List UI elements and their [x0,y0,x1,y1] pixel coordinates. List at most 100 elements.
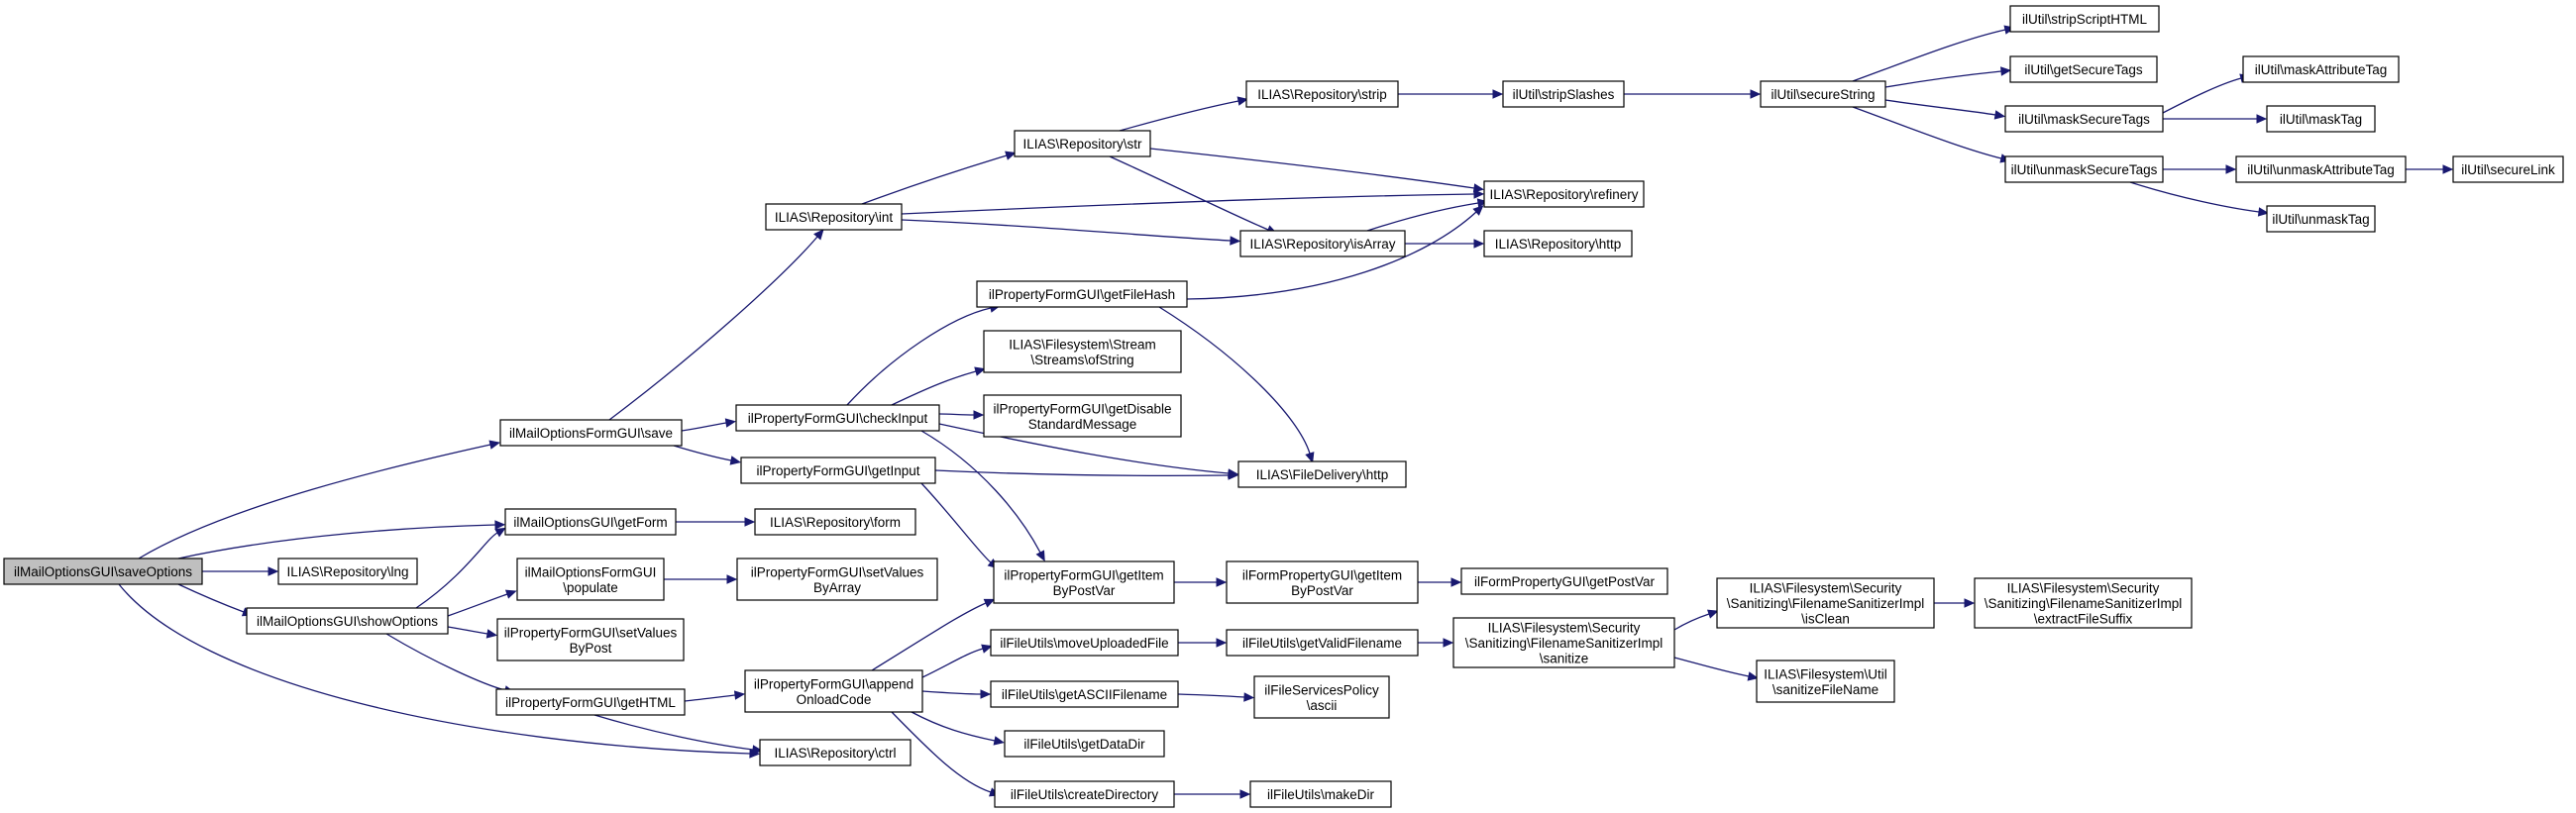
node-box [2242,55,2400,83]
node-checkInput[interactable]: ilPropertyFormGUI\checkInput [735,404,940,432]
arrowhead [2257,207,2270,217]
node-repo_str[interactable]: ILIAS\Repository\str [1014,130,1151,157]
node-sanitizeFileName[interactable]: ILIAS\Filesystem\Util\sanitizeFileName [1756,660,1895,703]
node-repo_form[interactable]: ILIAS\Repository\form [754,508,916,536]
node-label: ilPropertyFormGUI\setValues [751,564,924,579]
node-getASCII[interactable]: ilFileUtils\getASCIIFilename [990,680,1179,708]
node-box [1014,130,1151,157]
node-getForm[interactable]: ilMailOptionsGUI\getForm [504,508,677,536]
node-label: ilUtil\secureLink [2461,162,2555,177]
arrowhead [1964,598,1976,608]
node-repo_http[interactable]: ILIAS\Repository\http [1483,230,1633,257]
node-maskSecureTags[interactable]: ilUtil\maskSecureTags [2004,105,2164,133]
node-refinery[interactable]: ILIAS\Repository\refinery [1483,180,1645,208]
arrowhead [1747,671,1760,681]
node-secureString[interactable]: ilUtil\secureString [1760,80,1886,108]
node-box [1483,180,1645,208]
node-label: ilUtil\stripSlashes [1513,87,1615,102]
edge-line [2129,181,2260,213]
node-ofString[interactable]: ILIAS\Filesystem\Stream\Streams\ofString [983,330,1182,373]
node-label: ilPropertyFormGUI\getItem [1004,567,1163,582]
arrowhead [813,229,824,241]
node-isArray[interactable]: ILIAS\Repository\isArray [1239,230,1406,257]
edge-line [921,690,982,695]
node-box [983,330,1182,373]
node-secureLink[interactable]: ilUtil\secureLink [2452,155,2564,183]
arrowhead [1035,550,1045,562]
arrowhead [751,745,764,755]
edge-secureString-to-unmaskSecureTags [1852,106,2011,163]
node-mailopt_save[interactable]: ilMailOptionsFormGUI\save [499,419,683,447]
node-unmaskSecureTags[interactable]: ilUtil\unmaskSecureTags [2004,155,2164,183]
node-getSecureTags[interactable]: ilUtil\getSecureTags [2009,55,2158,83]
node-label: ilFileUtils\getASCIIFilename [1002,687,1167,702]
edge-showOptions-to-getForm [415,527,506,609]
arrowhead [2225,164,2237,174]
node-unmaskAttributeTag[interactable]: ilUtil\unmaskAttributeTag [2235,155,2407,183]
node-getFileHash[interactable]: ilPropertyFormGUI\getFileHash [976,280,1188,308]
edge-line [177,524,496,559]
node-populate[interactable]: ilMailOptionsFormGUI\populate [516,558,665,601]
node-repo_ctrl[interactable]: ILIAS\Repository\ctrl [759,739,912,766]
arrowhead [1005,151,1017,160]
edge-line [921,648,984,678]
node-createDirectory[interactable]: ilFileUtils\createDirectory [994,780,1175,808]
node-maskAttributeTag[interactable]: ilUtil\maskAttributeTag [2242,55,2400,83]
node-extractFileSuffix[interactable]: ILIAS\Filesystem\Security\Sanitizing\Fil… [1974,577,2193,629]
node-makeDir[interactable]: ilFileUtils\makeDir [1249,780,1392,808]
node-box [2009,5,2160,33]
arrowhead [488,440,500,450]
node-box [1460,567,1668,595]
node-box [993,560,1175,604]
edge-line [891,711,992,793]
node-label: ilUtil\unmaskTag [2272,212,2369,227]
node-label: \ascii [1307,698,1338,713]
edge-appendOnload-to-moveUploadedFile [921,644,993,678]
node-box [994,780,1175,808]
node-ilias_lng[interactable]: ILIAS\Repository\lng [277,558,418,585]
edge-isArray-to-repo_http [1405,239,1485,249]
edge-line [938,423,1230,474]
node-saveOptions[interactable]: ilMailOptionsGUI\saveOptions [3,558,203,585]
node-getPostVar[interactable]: ilFormPropertyGUI\getPostVar [1460,567,1668,595]
edge-line [684,694,736,702]
arrowhead [1305,452,1315,463]
node-fsp_ascii[interactable]: ilFileServicesPolicy\ascii [1253,675,1390,719]
arrowhead [983,598,996,608]
node-label: ilFormPropertyGUI\getPostVar [1474,574,1656,589]
node-stripScriptHTML[interactable]: ilUtil\stripScriptHTML [2009,5,2160,33]
node-getDataDir[interactable]: ilFileUtils\getDataDir [1004,730,1165,758]
node-maskTag[interactable]: ilUtil\maskTag [2266,105,2376,133]
node-fd_http[interactable]: ILIAS\FileDelivery\http [1237,460,1407,488]
edge-formprop_getItem-to-getPostVar [1418,577,1462,587]
node-label: ilPropertyFormGUI\getInput [756,463,919,478]
node-repo_int[interactable]: ILIAS\Repository\int [765,203,903,231]
edge-line [911,711,996,742]
node-isClean[interactable]: ILIAS\Filesystem\Security\Sanitizing\Fil… [1716,577,1935,629]
node-stripSlashes[interactable]: ilUtil\stripSlashes [1502,80,1625,108]
edge-createDirectory-to-makeDir [1174,789,1251,799]
node-getHTML[interactable]: ilPropertyFormGUI\getHTML [495,688,686,716]
node-unmaskTag[interactable]: ilUtil\unmaskTag [2266,205,2376,233]
node-repo_strip[interactable]: ILIAS\Repository\strip [1245,80,1399,108]
node-label: ILIAS\Repository\refinery [1489,187,1638,202]
arrowhead [726,574,738,584]
edge-unmaskSecureTags-to-unmaskAttributeTag [2163,164,2237,174]
edge-sanitize-to-isClean [1673,609,1719,631]
node-getValidFilename[interactable]: ilFileUtils\getValidFilename [1226,629,1419,657]
node-sanitize[interactable]: ILIAS\Filesystem\Security\Sanitizing\Fil… [1452,617,1675,668]
node-moveUploadedFile[interactable]: ilFileUtils\moveUploadedFile [990,629,1179,657]
node-showOptions[interactable]: ilMailOptionsGUI\showOptions [246,607,449,635]
node-getDisableStd[interactable]: ilPropertyFormGUI\getDisableStandardMess… [983,394,1182,438]
node-getInput[interactable]: ilPropertyFormGUI\getInput [740,457,936,484]
edge-line [1852,29,2006,82]
edge-repo_str-to-repo_strip [1119,96,1249,132]
edge-repo_str-to-isArray [1109,155,1278,235]
node-label: \Sanitizing\FilenameSanitizerImpl [1727,596,1925,611]
edge-line [593,714,754,751]
